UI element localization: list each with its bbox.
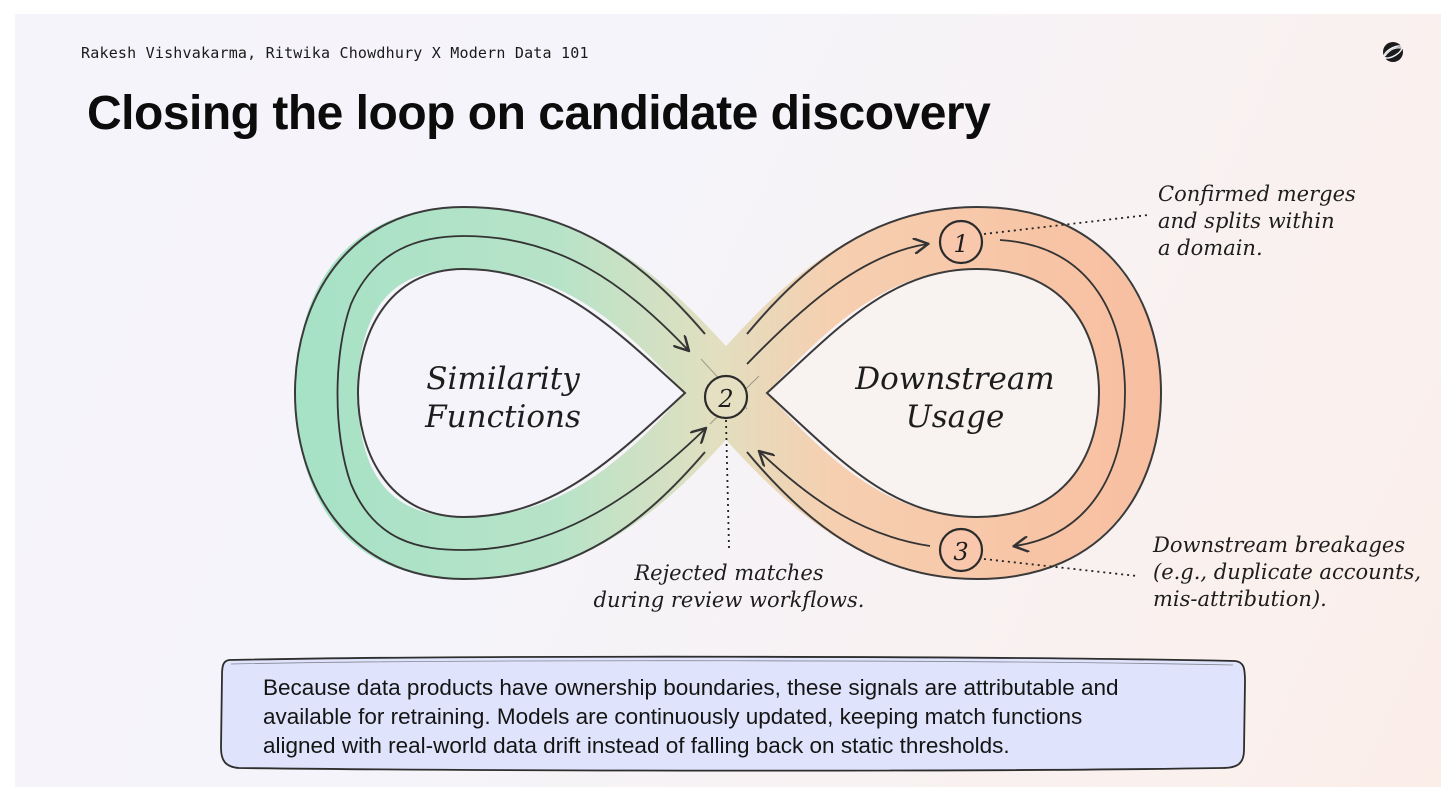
summary-line-3: aligned with real-world data drift inste… xyxy=(263,733,1010,758)
marker-3: 3 xyxy=(938,527,984,573)
summary-box xyxy=(220,655,1246,772)
annotation-2-line1: Rejected matches xyxy=(633,561,824,585)
leader-line-3 xyxy=(983,558,1138,577)
annotation-3-line1: Downstream breakages xyxy=(1152,533,1405,557)
annotation-3-line2: (e.g., duplicate accounts, xyxy=(1153,560,1421,584)
left-loop-label-line2: Functions xyxy=(424,399,581,435)
summary-text: Because data products have ownership bou… xyxy=(263,673,1223,760)
summary-line-2: available for retraining. Models are con… xyxy=(263,704,1083,729)
marker-1: 1 xyxy=(938,219,984,265)
annotation-1-line1: Confirmed merges xyxy=(1158,182,1356,206)
marker-2: 2 xyxy=(703,374,749,420)
page-title: Closing the loop on candidate discovery xyxy=(87,87,991,140)
globe-icon xyxy=(1383,42,1403,62)
annotation-1-line3: a domain. xyxy=(1158,236,1263,260)
right-loop-label-line1: Downstream xyxy=(854,361,1054,397)
author-credit: Rakesh Vishvakarma, Ritwika Chowdhury X … xyxy=(81,44,589,62)
summary-line-1: Because data products have ownership bou… xyxy=(263,675,1119,700)
flow-arrow-right-bottom xyxy=(760,452,931,547)
annotation-2-line2: during review workflows. xyxy=(594,588,865,612)
left-loop-label-line1: Similarity xyxy=(426,361,580,397)
left-loop-hole xyxy=(356,267,687,519)
right-loop-hole xyxy=(765,267,1101,519)
marker-1-number: 1 xyxy=(953,230,968,258)
annotation-3-line3: mis-attribution). xyxy=(1153,587,1327,611)
marker-2-number: 2 xyxy=(717,385,733,413)
marker-3-number: 3 xyxy=(953,538,968,566)
right-loop-label-line2: Usage xyxy=(906,399,1005,435)
flow-arrow-left-bottom xyxy=(350,429,705,551)
flow-arrow-left-top xyxy=(336,235,689,485)
flow-arrow-right-top xyxy=(746,244,927,365)
annotation-1-line2: and splits within xyxy=(1158,209,1335,233)
slide: Rakesh Vishvakarma, Ritwika Chowdhury X … xyxy=(15,14,1441,787)
infinity-loop-diagram: Similarity Functions Downstream Usage 1 … xyxy=(294,182,1421,612)
flow-arrow-right-loop xyxy=(999,239,1126,546)
